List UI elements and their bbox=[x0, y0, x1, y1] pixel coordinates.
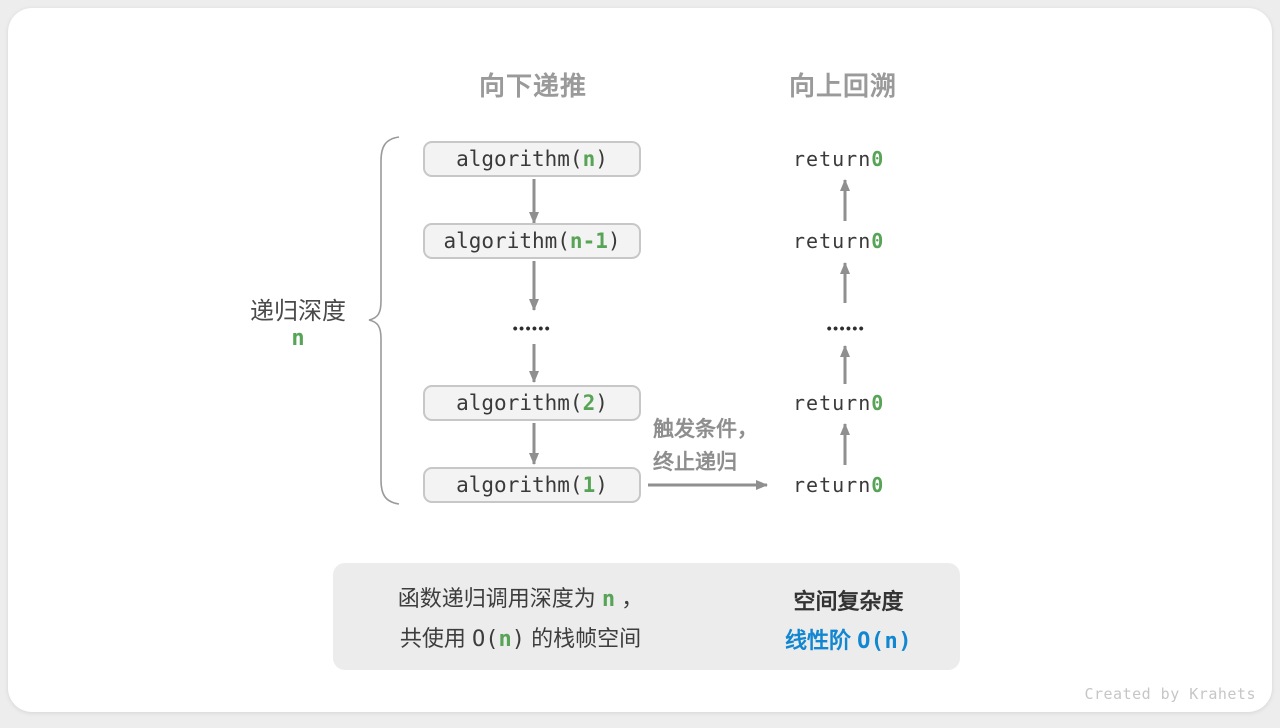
return-value: 0 bbox=[871, 473, 885, 497]
complexity-order-label: 线性阶 bbox=[784, 628, 858, 653]
summary-text: 函数递归调用深度为 bbox=[397, 586, 602, 611]
return-value: 0 bbox=[871, 229, 885, 253]
recursion-depth-label: 递归深度 bbox=[250, 298, 346, 325]
call-prefix: algorithm( bbox=[443, 229, 570, 253]
space-complexity-title: 空间复杂度 bbox=[793, 589, 904, 614]
call-suffix: ) bbox=[595, 147, 608, 171]
call-box-algorithm-n-1: algorithm(n-1) bbox=[423, 223, 641, 259]
call-suffix: ) bbox=[595, 473, 608, 497]
return-keyword: return bbox=[793, 473, 872, 497]
call-arg: n bbox=[582, 147, 596, 171]
return-keyword: return bbox=[793, 147, 872, 171]
summary-text: 的栈帧空间 bbox=[525, 626, 642, 651]
call-arg: 2 bbox=[582, 391, 596, 415]
call-prefix: algorithm( bbox=[456, 391, 583, 415]
call-prefix: algorithm( bbox=[456, 473, 583, 497]
return-statement-2: return 0 bbox=[793, 229, 933, 253]
return-statement-4: return 0 bbox=[793, 473, 933, 497]
call-box-algorithm-2: algorithm(2) bbox=[423, 385, 641, 421]
return-value: 0 bbox=[871, 391, 885, 415]
summary-n: n bbox=[498, 627, 512, 652]
summary-bigo-open: O( bbox=[472, 627, 499, 652]
return-value: 0 bbox=[871, 147, 885, 171]
recursion-depth-n: n bbox=[291, 326, 305, 351]
call-suffix: ) bbox=[595, 391, 608, 415]
space-complexity-value: 线性阶 O(n) bbox=[756, 623, 941, 655]
call-arg: 1 bbox=[582, 473, 596, 497]
trigger-condition-line1: 触发条件， bbox=[653, 418, 758, 441]
summary-box bbox=[333, 563, 960, 670]
summary-left-line1: 函数递归调用深度为 n ， bbox=[348, 579, 693, 619]
complexity-big-o: O(n) bbox=[857, 629, 913, 654]
call-prefix: algorithm( bbox=[456, 147, 583, 171]
return-statement-3: return 0 bbox=[793, 391, 933, 415]
return-statement-1: return 0 bbox=[793, 147, 933, 171]
trigger-condition-line2: 终止递归 bbox=[653, 451, 737, 474]
summary-left-text: 函数递归调用深度为 n ， 共使用 O(n) 的栈帧空间 bbox=[348, 579, 693, 659]
summary-left-line2: 共使用 O(n) 的栈帧空间 bbox=[348, 619, 693, 659]
call-box-algorithm-1: algorithm(1) bbox=[423, 467, 641, 503]
header-recurse-down: 向下递推 bbox=[478, 71, 587, 101]
header-backtrack-up: 向上回溯 bbox=[788, 71, 897, 101]
return-keyword: return bbox=[793, 391, 872, 415]
ellipsis-backtrack: •••••• bbox=[826, 320, 866, 336]
summary-n: n bbox=[601, 587, 616, 612]
summary-text: ， bbox=[615, 586, 644, 611]
call-box-algorithm-n: algorithm(n) bbox=[423, 141, 641, 177]
return-keyword: return bbox=[793, 229, 872, 253]
ellipsis-recurse: •••••• bbox=[512, 320, 552, 336]
call-arg: n-1 bbox=[569, 229, 608, 253]
watermark-credit: Created by Krahets bbox=[1084, 685, 1256, 703]
call-suffix: ) bbox=[607, 229, 621, 253]
summary-text: 共使用 bbox=[399, 626, 472, 651]
diagram-card: 向下递推 向上回溯 递归深度 n algorithm(n) algorithm(… bbox=[8, 8, 1272, 712]
summary-bigo-close: ) bbox=[511, 627, 525, 652]
